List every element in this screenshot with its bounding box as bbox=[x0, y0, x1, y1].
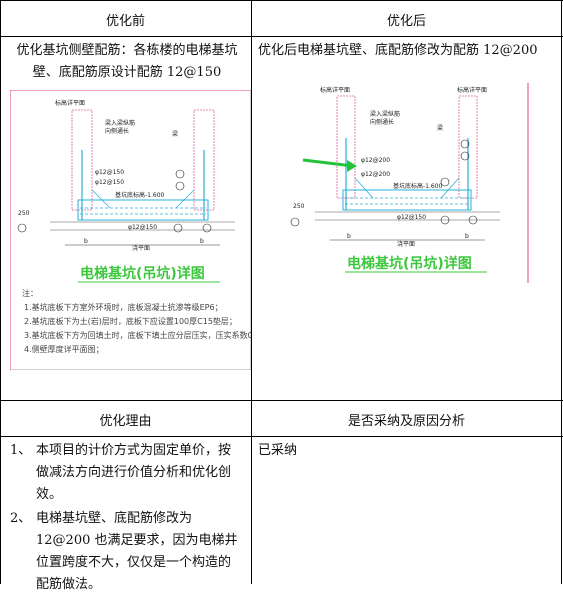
before-callout-1 bbox=[175, 169, 185, 179]
after-bar-2: φ12@200 bbox=[361, 171, 390, 178]
before-bar-1: φ12@150 bbox=[95, 169, 124, 176]
before-dim-b-left: b bbox=[84, 238, 88, 245]
after-dim-b-left: b bbox=[347, 233, 351, 240]
after-callout-1 bbox=[460, 139, 470, 149]
after-bar-3: φ12@150 bbox=[397, 214, 426, 221]
before-dim-250: 250 bbox=[18, 210, 30, 217]
table-border-left bbox=[0, 0, 1, 584]
before-notes-title: 注： bbox=[22, 288, 38, 298]
before-drawing: 标高详平面 梁入梁纵筋 向侧通长 梁 φ12@150 φ12@150 基坑底标高… bbox=[10, 90, 251, 370]
before-note-2: 2.基坑底板下为土(岩)层时，底板下应设置100厚C15垫层； bbox=[24, 316, 237, 326]
after-top-label-right: 标高详平面 bbox=[457, 86, 487, 94]
reason-number: 2、 bbox=[10, 511, 32, 526]
before-drawing-title: 电梯基坑(吊坑)详图 bbox=[80, 265, 205, 282]
after-bar-1: φ12@200 bbox=[361, 157, 390, 164]
reason-text: 电梯基坑壁、底配筋修改为 12@200 也满足要求，因为电梯井位置跨度不大，仅仅… bbox=[36, 511, 238, 592]
before-description: 优化基坑侧壁配筋：各栋楼的电梯基坑壁、底配筋原设计配筋 12@150 bbox=[16, 43, 238, 80]
after-liang: 梁 bbox=[437, 124, 443, 132]
before-callout-3 bbox=[175, 181, 185, 191]
adopt-header: 是否采纳及原因分析 bbox=[347, 414, 465, 429]
reason-list: 1、 本项目的计价方式为固定单价，按做减法方向进行价值分析和优化创效。 2、 电… bbox=[10, 440, 242, 598]
table-line-2 bbox=[0, 400, 563, 401]
after-top-label-left: 标高详平面 bbox=[320, 86, 350, 94]
reason-number: 1、 bbox=[10, 443, 32, 458]
after-beam-label-2: 向侧通长 bbox=[370, 118, 394, 126]
after-pour: 浇平面 bbox=[397, 240, 415, 248]
before-dim-b-right: b bbox=[200, 238, 204, 245]
before-bar-2: φ12@150 bbox=[95, 179, 124, 186]
table-line-3 bbox=[0, 436, 563, 437]
before-beam-label-2: 向侧通长 bbox=[105, 127, 129, 135]
after-callout-8-right bbox=[468, 215, 478, 225]
before-base-elev: 基坑底标高-1.600 bbox=[115, 191, 165, 199]
after-drawing: 标高详平面 标高详平面 梁入梁纵筋 向侧通长 梁 φ12@200 φ12@200… bbox=[290, 83, 529, 283]
after-callout-5 bbox=[440, 215, 450, 225]
after-description: 优化后电梯基坑壁、底配筋修改为配筋 12@200 bbox=[258, 43, 538, 58]
header-before: 优化前 bbox=[105, 14, 145, 29]
table-line-top bbox=[0, 0, 563, 1]
before-callout-5 bbox=[173, 223, 183, 233]
reason-text: 本项目的计价方式为固定单价，按做减法方向进行价值分析和优化创效。 bbox=[36, 443, 232, 502]
adopt-status: 已采纳 bbox=[258, 443, 298, 458]
list-item: 1、 本项目的计价方式为固定单价，按做减法方向进行价值分析和优化创效。 bbox=[10, 440, 242, 506]
after-beam-label-1: 梁入梁纵筋 bbox=[370, 110, 400, 118]
after-callout-6 bbox=[460, 151, 470, 161]
before-beam-label-1: 梁入梁纵筋 bbox=[105, 119, 135, 127]
after-base-elev: 基坑底标高-1.600 bbox=[393, 182, 443, 190]
before-note-1: 1.基坑底板下方室外环境时，底板混凝土抗渗等级EP6； bbox=[24, 302, 223, 312]
after-callout-8-left bbox=[290, 217, 300, 227]
header-after: 优化后 bbox=[386, 14, 426, 29]
before-note-4: 4.侧壁厚度详平面图； bbox=[24, 344, 104, 354]
before-top-label: 标高详平面 bbox=[55, 99, 85, 107]
before-bar-3: φ12@150 bbox=[128, 224, 157, 231]
before-callout-8-right bbox=[202, 223, 212, 233]
after-dim-b-right: b bbox=[465, 233, 469, 240]
before-liang: 梁 bbox=[172, 130, 178, 138]
after-dim-250: 250 bbox=[293, 203, 305, 210]
list-item: 2、 电梯基坑壁、底配筋修改为 12@200 也满足要求，因为电梯井位置跨度不大… bbox=[10, 508, 242, 596]
after-callout-3 bbox=[440, 177, 450, 187]
table-line-1 bbox=[0, 36, 563, 37]
table-border-right bbox=[561, 0, 562, 584]
reason-header: 优化理由 bbox=[99, 414, 152, 429]
before-callout-8-left bbox=[17, 223, 27, 233]
before-note-3: 3.基坑底板下方为回填土时，底板下填土应分层压实，压实系数0.94 bbox=[24, 330, 251, 340]
after-drawing-title: 电梯基坑(吊坑)详图 bbox=[347, 255, 472, 272]
before-pour: 浇平面 bbox=[132, 244, 150, 252]
table-divider-center bbox=[251, 0, 252, 584]
